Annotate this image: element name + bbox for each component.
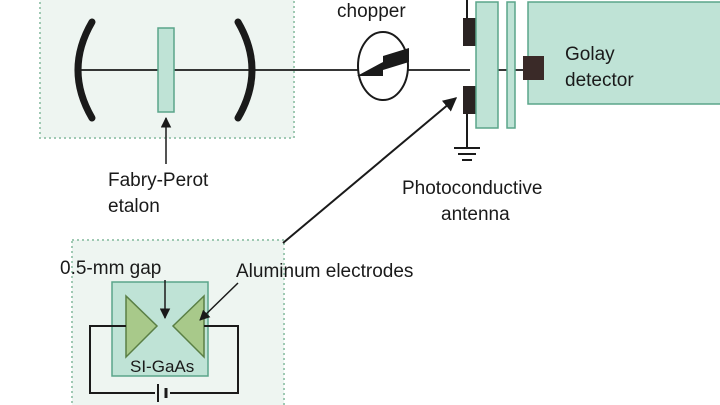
golay-label-line2: detector xyxy=(565,70,634,91)
fabry-label-line2: etalon xyxy=(108,196,160,217)
detector-window-plate xyxy=(506,1,516,129)
antenna-bottom-contact xyxy=(463,86,476,114)
bias-wire-left xyxy=(89,325,155,394)
detail-pointer-arrow xyxy=(282,97,458,244)
electrode-pointer-arrow xyxy=(199,282,239,321)
gap-label: 0.5-mm gap xyxy=(60,258,161,279)
antenna-substrate xyxy=(475,1,499,129)
substrate-label: SI-GaAs xyxy=(130,357,194,376)
electrodes-label: Aluminum electrodes xyxy=(236,261,413,282)
golay-detector-input xyxy=(523,56,544,80)
antenna-top-contact xyxy=(463,18,476,46)
fabry-label-line1: Fabry-Perot xyxy=(108,170,209,191)
golay-detector-box xyxy=(527,1,720,105)
right-mirror xyxy=(234,18,256,122)
bias-wire-right xyxy=(170,325,239,394)
chopper-label: chopper xyxy=(337,1,406,22)
left-mirror xyxy=(74,18,96,122)
golay-label-line1: Golay xyxy=(565,44,615,65)
chopper-blade-right xyxy=(383,48,409,70)
etalon-plate xyxy=(157,27,175,113)
chopper-blade-left xyxy=(357,62,383,76)
photo-label-line2: antenna xyxy=(441,204,510,225)
photo-label-line1: Photoconductive xyxy=(402,178,543,199)
